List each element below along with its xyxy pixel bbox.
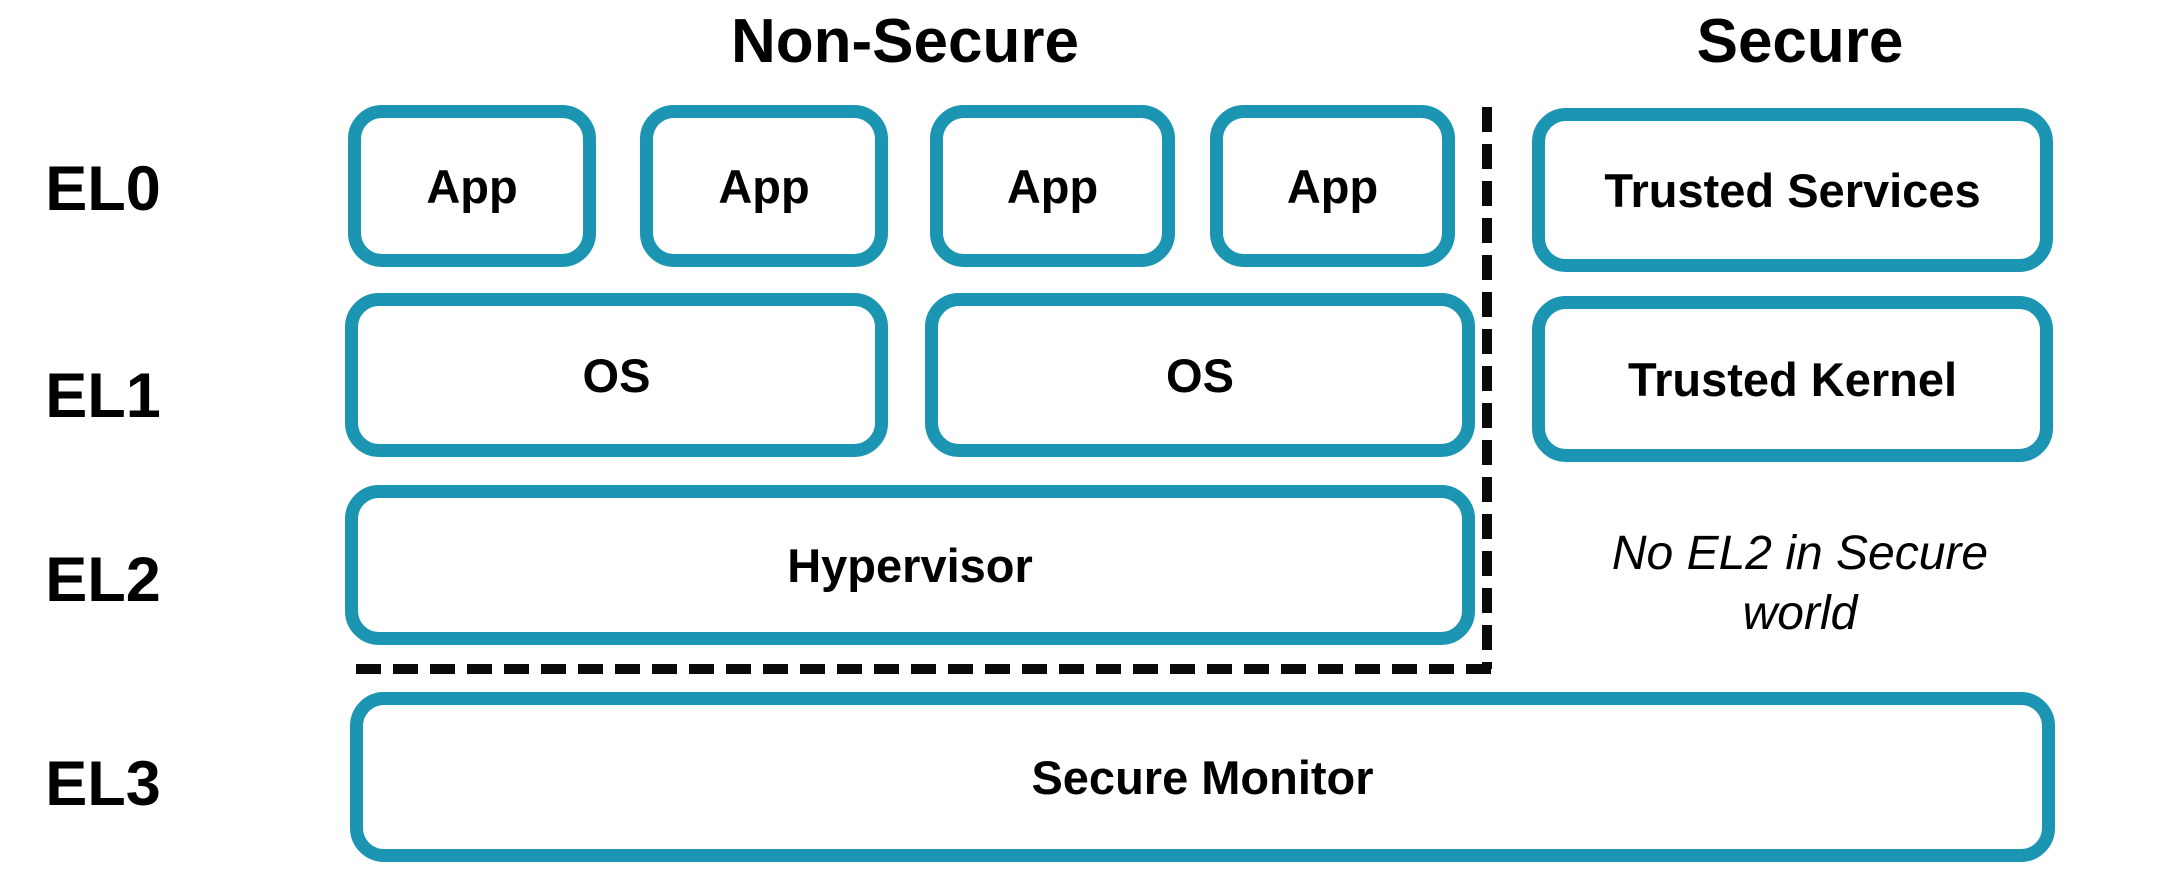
secure-monitor-label: Secure Monitor	[1031, 750, 1374, 804]
trusted-services-label: Trusted Services	[1604, 163, 1981, 217]
hypervisor-label: Hypervisor	[787, 538, 1033, 592]
app-box-2-label: App	[718, 159, 810, 213]
app-box-2: App	[640, 105, 888, 267]
app-box-4: App	[1210, 105, 1455, 267]
world-divider-horizontal-dashed-line	[356, 664, 1492, 674]
os-box-1-label: OS	[582, 348, 651, 402]
non-secure-world-header: Non-Secure	[731, 7, 1079, 76]
os-box-2: OS	[925, 293, 1475, 457]
trusted-services-box: Trusted Services	[1532, 108, 2053, 272]
app-box-3: App	[930, 105, 1175, 267]
app-box-1-label: App	[426, 159, 518, 213]
app-box-3-label: App	[1006, 159, 1099, 213]
el1-label: EL1	[45, 361, 161, 431]
hypervisor-box: Hypervisor	[345, 485, 1475, 645]
secure-monitor-box: Secure Monitor	[350, 692, 2055, 862]
world-divider-vertical-dashed-line	[1482, 107, 1492, 669]
secure-world-header: Secure	[1696, 7, 1904, 76]
app-box-4-label: App	[1286, 159, 1379, 213]
el0-label: EL0	[45, 154, 161, 224]
os-box-1: OS	[345, 293, 888, 457]
no-el2-note: No EL2 in Secure world	[1611, 527, 1989, 640]
trusted-kernel-box: Trusted Kernel	[1532, 296, 2053, 462]
trusted-kernel-label: Trusted Kernel	[1627, 352, 1958, 406]
el3-label: EL3	[45, 749, 161, 819]
app-box-1: App	[348, 105, 596, 267]
os-box-2-label: OS	[1166, 348, 1234, 402]
el2-label: EL2	[45, 545, 161, 615]
